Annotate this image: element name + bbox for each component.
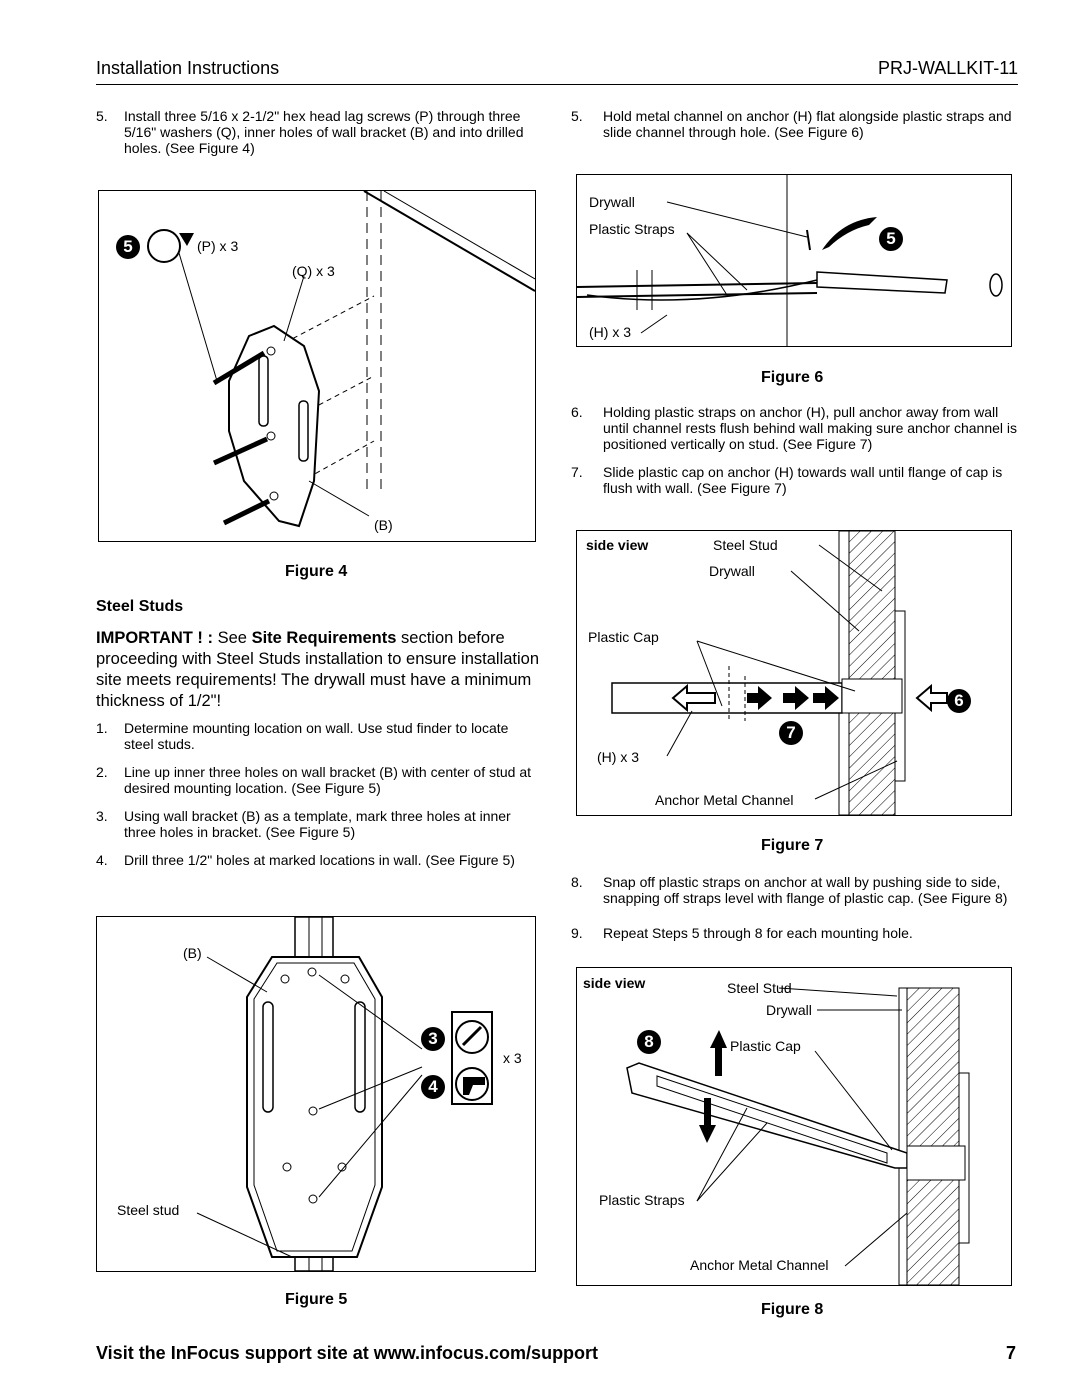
support-footer: Visit the InFocus support site at www.in… bbox=[96, 1343, 599, 1363]
left-step-5: 5. Install three 5/16 x 2-1/2" hex head … bbox=[96, 108, 541, 160]
figure-7-drawing bbox=[611, 531, 948, 815]
label-anchor-metal-channel: Anchor Metal Channel bbox=[690, 1257, 829, 1273]
left-step-2: 2. Line up inner three holes on wall bra… bbox=[96, 764, 541, 798]
step-callout-5: 5 bbox=[879, 227, 903, 251]
step-number: 1. bbox=[96, 720, 108, 736]
label-p: (P) x 3 bbox=[197, 238, 239, 254]
step-number: 2. bbox=[96, 764, 108, 780]
label-x3: x 3 bbox=[503, 1050, 522, 1066]
figure-5-caption: Figure 5 bbox=[285, 1291, 348, 1308]
step-callout-7: 7 bbox=[779, 721, 803, 745]
document-model: PRJ-WALLKIT-11 bbox=[877, 58, 1018, 78]
right-step-6: 6. Holding plastic straps on anchor (H),… bbox=[571, 404, 1018, 454]
figure-8-drawing bbox=[626, 987, 970, 1285]
important-lead: IMPORTANT ! : bbox=[96, 629, 214, 647]
step-number: 3. bbox=[96, 808, 108, 824]
step-callout-8: 8 bbox=[637, 1030, 661, 1054]
section-title: Steel Studs bbox=[96, 598, 184, 615]
figure-8-illustration: side view Steel Stud Drywall Plastic Cap… bbox=[576, 967, 1012, 1286]
left-step-1: 1. Determine mounting location on wall. … bbox=[96, 720, 541, 754]
step-text: Slide plastic cap on anchor (H) towards … bbox=[603, 464, 1003, 496]
right-step-9: 9. Repeat Steps 5 through 8 for each mou… bbox=[571, 925, 1016, 943]
label-steel-stud: Steel stud bbox=[117, 1202, 180, 1218]
figure-5-illustration: (B) Steel stud 3 4 x 3 bbox=[96, 916, 536, 1272]
header-rule bbox=[96, 84, 1018, 85]
label-drywall: Drywall bbox=[589, 194, 635, 210]
step-callout-6: 6 bbox=[947, 689, 971, 713]
figure-6-caption: Figure 6 bbox=[761, 369, 824, 386]
step-text: Repeat Steps 5 through 8 for each mounti… bbox=[603, 925, 913, 941]
label-b: (B) bbox=[374, 517, 393, 533]
step-text: Install three 5/16 x 2-1/2" hex head lag… bbox=[124, 108, 524, 156]
label-b: (B) bbox=[183, 945, 202, 961]
label-plastic-cap: Plastic Cap bbox=[730, 1038, 801, 1054]
right-step-5: 5. Hold metal channel on anchor (H) flat… bbox=[571, 108, 1016, 142]
step-callout-3: 3 bbox=[421, 1027, 445, 1051]
label-plastic-cap: Plastic Cap bbox=[588, 629, 659, 645]
label-steel-stud: Steel Stud bbox=[727, 980, 792, 996]
step-text: Determine mounting location on wall. Use… bbox=[124, 720, 509, 752]
figure-6-illustration: Drywall Plastic Straps (H) x 3 5 bbox=[576, 174, 1012, 347]
figure-7-caption: Figure 7 bbox=[761, 837, 824, 854]
step-text: Holding plastic straps on anchor (H), pu… bbox=[603, 404, 1018, 452]
step-text: Using wall bracket (B) as a template, ma… bbox=[124, 808, 511, 840]
figure-7-illustration: side view Steel Stud Drywall Plastic Cap… bbox=[576, 530, 1012, 816]
label-drywall: Drywall bbox=[766, 1002, 812, 1018]
figure-4-caption: Figure 4 bbox=[285, 563, 348, 580]
step-callout-4: 4 bbox=[421, 1075, 445, 1099]
step-number: 7. bbox=[571, 464, 583, 480]
label-anchor: (H) x 3 bbox=[597, 749, 639, 765]
label-anchor: (H) x 3 bbox=[589, 324, 631, 340]
important-rest: section before proceeding with Steel Stu… bbox=[96, 629, 540, 710]
left-step-3: 3. Using wall bracket (B) as a template,… bbox=[96, 808, 541, 842]
step-number: 5. bbox=[96, 108, 108, 124]
figure-5-drawing bbox=[196, 917, 493, 1271]
label-q: (Q) x 3 bbox=[292, 263, 335, 279]
right-step-7: 7. Slide plastic cap on anchor (H) towar… bbox=[571, 464, 1016, 498]
left-step-4: 4. Drill three 1/2" holes at marked loca… bbox=[96, 852, 541, 886]
label-side-view: side view bbox=[583, 975, 646, 991]
figure-4-drawing bbox=[147, 191, 535, 528]
label-plastic-straps: Plastic Straps bbox=[599, 1192, 685, 1208]
step-number: 8. bbox=[571, 874, 583, 890]
step-number: 5. bbox=[571, 108, 583, 124]
important-see: See bbox=[217, 629, 247, 647]
step-text: Hold metal channel on anchor (H) flat al… bbox=[603, 108, 1012, 140]
step-number: 4. bbox=[96, 852, 108, 868]
important-note: IMPORTANT ! : See Site Requirements sect… bbox=[96, 628, 541, 712]
header-title: Installation Instructions bbox=[96, 58, 280, 78]
figure-6-drawing bbox=[577, 175, 1003, 346]
step-text: Drill three 1/2" holes at marked locatio… bbox=[124, 852, 515, 868]
step-number: 6. bbox=[571, 404, 583, 420]
figure-4-illustration: 5 (P) x 3 (Q) x 3 (B) bbox=[98, 190, 536, 542]
step-text: Line up inner three holes on wall bracke… bbox=[124, 764, 531, 796]
label-anchor-metal-channel: Anchor Metal Channel bbox=[655, 792, 794, 808]
page-number: 7 bbox=[1005, 1343, 1016, 1363]
figure-8-caption: Figure 8 bbox=[761, 1301, 824, 1318]
important-ref: Site Requirements bbox=[251, 629, 397, 647]
label-steel-stud: Steel Stud bbox=[713, 537, 778, 553]
step-text: Snap off plastic straps on anchor at wal… bbox=[603, 874, 1008, 906]
right-step-8: 8. Snap off plastic straps on anchor at … bbox=[571, 874, 1016, 924]
step-number: 9. bbox=[571, 925, 583, 941]
label-drywall: Drywall bbox=[709, 563, 755, 579]
label-side-view: side view bbox=[586, 537, 649, 553]
step-callout-5: 5 bbox=[116, 235, 140, 259]
label-plastic-straps: Plastic Straps bbox=[589, 221, 675, 237]
